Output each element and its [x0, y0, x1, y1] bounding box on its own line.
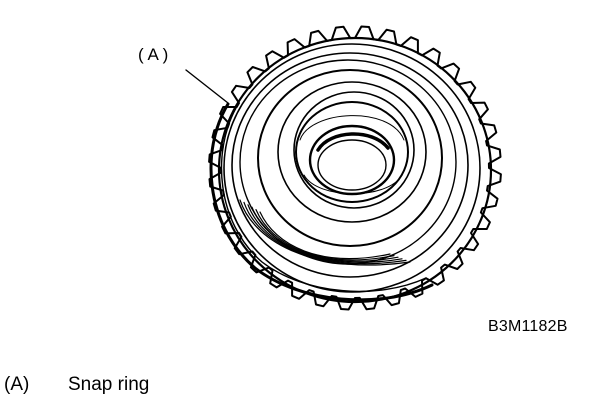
- hub-bore: [308, 124, 396, 196]
- clutch-plate-edge: [239, 199, 411, 266]
- snap-ring-inner-edge: [220, 107, 427, 293]
- hub-shading: [303, 174, 403, 195]
- piston-step: [277, 81, 427, 223]
- legend-item: (A) Snap ring: [4, 374, 149, 396]
- callout-leader: [185, 69, 229, 104]
- hub-bore-shadow: [316, 132, 390, 152]
- legend-key: (A): [4, 374, 30, 395]
- hub-outer: [295, 101, 409, 203]
- clutch-plate-stack: [239, 199, 411, 266]
- legend-text: Snap ring: [68, 374, 150, 395]
- clutch-plate-edge: [251, 206, 399, 262]
- snap-ring: [209, 102, 434, 302]
- drum-outer-rim: [217, 36, 493, 304]
- clutch-plate-ring: [231, 52, 469, 278]
- return-spring-seat: [293, 91, 415, 209]
- hub-shading: [299, 115, 405, 141]
- drum-rim-inner-edge: [223, 43, 481, 293]
- clutch-plate-edge: [243, 201, 407, 265]
- figure-code: B3M1182B: [488, 318, 568, 335]
- clutch-plate-edge: [255, 209, 395, 261]
- callout-label: ( A ): [138, 45, 168, 64]
- clutch-plate-edge: [247, 204, 403, 263]
- piston-outer: [257, 69, 443, 247]
- hub-inner-lip: [317, 139, 387, 191]
- clutch-plate-edge: [259, 211, 391, 260]
